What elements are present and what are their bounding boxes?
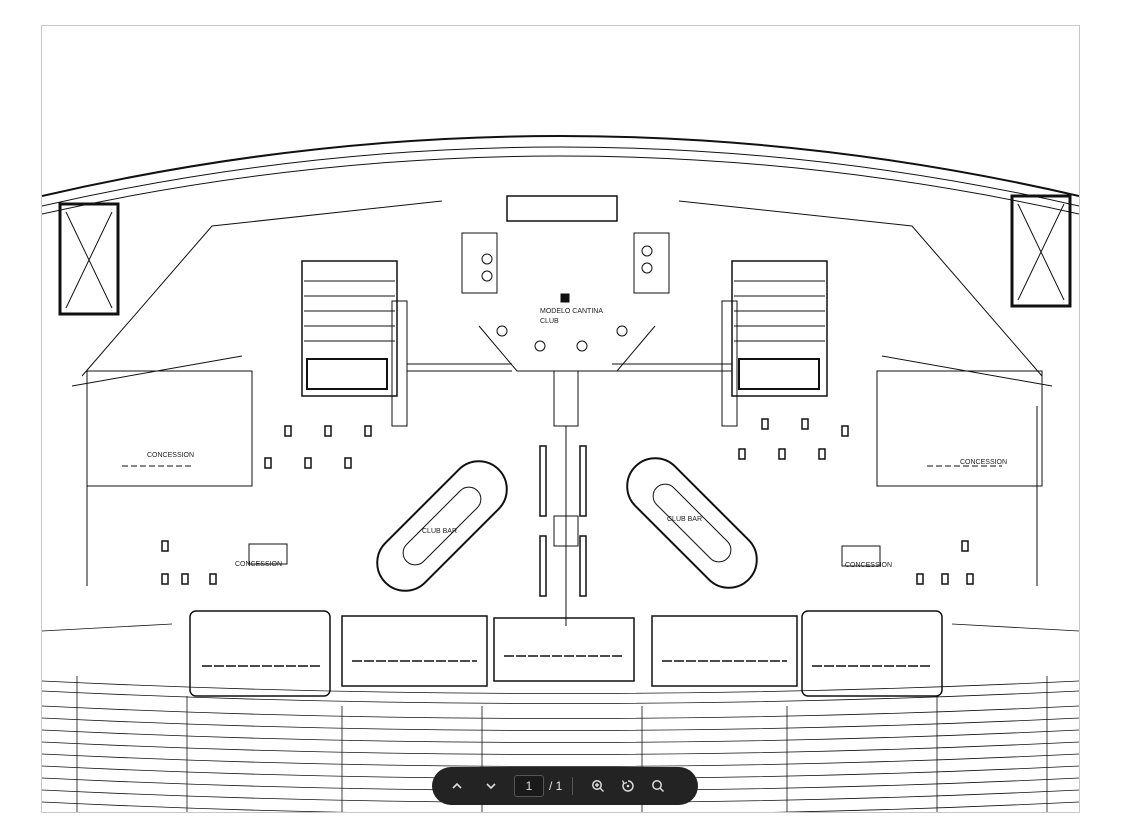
label-club-name-2: CLUB [540, 318, 559, 325]
label-club-bar-right: CLUB BAR [667, 516, 702, 523]
label-club-name-1: MODELO CANTINA [540, 308, 603, 315]
label-concession-right-upper: CONCESSION [960, 459, 1007, 466]
total-pages: / 1 [549, 779, 563, 793]
zoom-in-button[interactable] [583, 771, 613, 801]
chevron-down-icon [486, 783, 496, 790]
chevron-up-icon [452, 782, 462, 789]
rotate-icon [622, 780, 635, 792]
pdf-page: CONCESSION CONCESSION CONCESSION CONCESS… [41, 25, 1080, 813]
toolbar-divider [572, 777, 574, 795]
zoom-in-icon [592, 780, 605, 792]
pdf-toolbar: 1 / 1 [432, 767, 698, 805]
search-icon [652, 780, 665, 793]
search-button[interactable] [643, 771, 673, 801]
floor-plan-drawing: CONCESSION CONCESSION CONCESSION CONCESS… [42, 135, 1079, 812]
page-number-input[interactable]: 1 [514, 775, 544, 797]
previous-page-button[interactable] [442, 771, 472, 801]
label-concession-right-lower: CONCESSION [845, 562, 892, 569]
next-page-button[interactable] [476, 771, 506, 801]
rotate-button[interactable] [613, 771, 643, 801]
label-concession-left-upper: CONCESSION [147, 452, 194, 459]
label-concession-left-lower: CONCESSION [235, 561, 282, 568]
label-club-bar-left: CLUB BAR [422, 528, 457, 535]
